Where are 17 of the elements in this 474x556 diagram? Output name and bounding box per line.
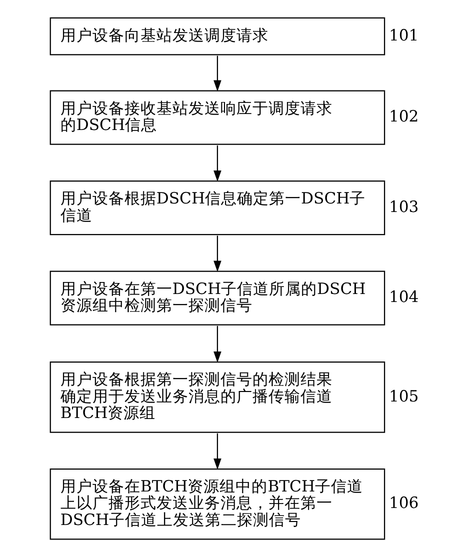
arrow [213,236,221,272]
node-label: 106 [388,494,418,512]
arrow [213,56,221,92]
node-box: 用户设备在第一DSCH子信道所属的DSCH资源组中检测第一探测信号 [49,270,385,326]
arrow [213,433,221,470]
node-box: 用户设备在BTCH资源组中的BTCH子信道上以广播形式发送业务消息，并在第一DSCH子信道上发送第二探测信号 [49,468,385,540]
arrow [213,145,221,182]
node-label: 102 [388,108,418,126]
node-box: 用户设备向基站发送调度请求 [49,17,385,56]
node-box: 用户设备根据DSCH信息确定第一DSCH子信道 [49,180,385,236]
node-box: 用户设备根据第一探测信号的检测结果确定用于发送业务消息的广播传输信道BTCH资源组 [49,362,385,433]
node-box: 用户设备接收基站发送响应于调度请求的DSCH信息 [49,90,385,145]
node-label: 104 [388,288,418,306]
node-label: 105 [388,387,418,406]
arrow [213,326,221,363]
node-label: 101 [388,26,418,44]
node-label: 103 [388,198,418,216]
